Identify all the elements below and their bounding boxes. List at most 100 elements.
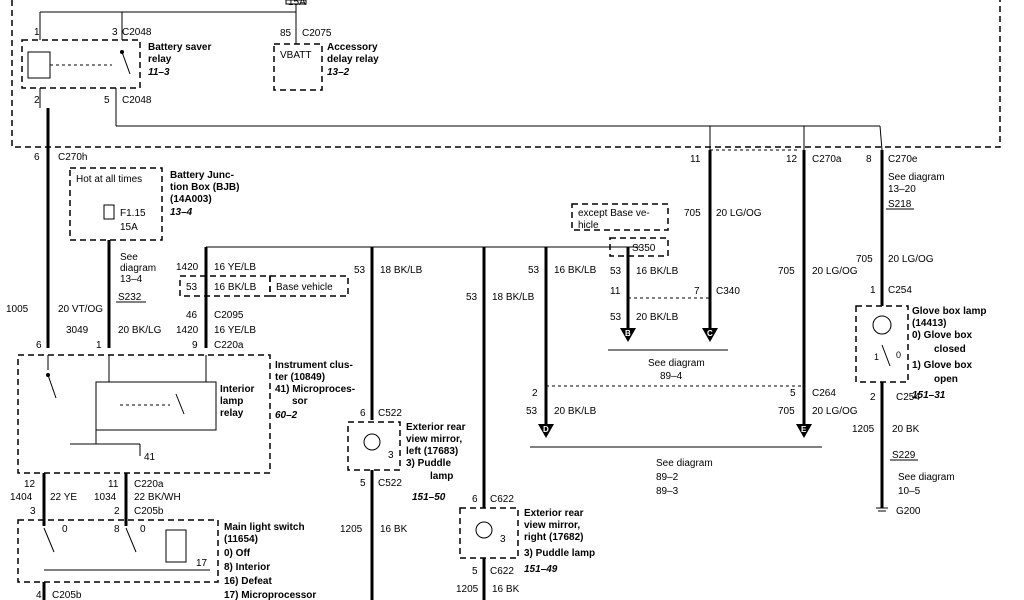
left-mirror-ref: 151–50 <box>412 492 446 503</box>
bsr-pin1: 1 <box>34 27 40 38</box>
c340: C340 <box>716 286 740 297</box>
left-puddle-lamp-icon <box>363 433 381 451</box>
circuit-53e: 53 <box>610 312 622 323</box>
pin-1b: 1 <box>870 285 876 296</box>
see-3: 13–4 <box>120 274 143 285</box>
gb-name-5: 1) Glove box <box>912 360 972 371</box>
gb-name-1: Glove box lamp <box>912 306 986 317</box>
see-89-2-2: 89–2 <box>656 472 679 483</box>
gb-pos-0: 0 <box>896 350 901 360</box>
wire-705-gb-top <box>879 125 883 151</box>
pin-12b: 12 <box>786 154 798 165</box>
connector-e: E <box>801 425 807 434</box>
wire-53d-label: 16 BK/LB <box>636 266 679 277</box>
wire-705c-label: 20 LG/OG <box>812 406 858 417</box>
circuit-53b: 53 <box>466 292 478 303</box>
circuit-1205c: 1205 <box>852 424 875 435</box>
bsr-coil <box>27 51 51 79</box>
adr-name-1: Accessory <box>327 42 378 53</box>
base-vehicle: Base vehicle <box>276 282 333 293</box>
s229: S229 <box>892 450 916 461</box>
c522-top: C522 <box>378 408 402 419</box>
wire-53c-label: 16 BK/LB <box>554 265 597 276</box>
pin-4: 4 <box>36 590 42 600</box>
bjb-fuse-symbol <box>103 204 115 220</box>
pin-2b: 2 <box>532 388 538 399</box>
mls-name-1: Main light switch <box>224 522 305 533</box>
bjb-name-1: Battery Junc- <box>170 170 234 181</box>
pin-6-left: 6 <box>36 340 42 351</box>
accessory-delay-relay <box>273 43 323 91</box>
see-2: diagram <box>120 263 156 274</box>
connector-e-arrow <box>796 424 812 438</box>
circuit-1420a: 1420 <box>176 262 199 273</box>
pin-8b: 8 <box>866 154 872 165</box>
gb-name-3: 0) Glove box <box>912 330 972 341</box>
left-mirror-name-1: Exterior rear <box>406 422 466 433</box>
adr-vbatt: VBATT <box>280 50 311 61</box>
c522-bot: C522 <box>378 478 402 489</box>
wire-53a-label: 18 BK/LB <box>380 265 423 276</box>
left-mirror-name-4: 3) Puddle <box>406 458 451 469</box>
right-mirror-box <box>459 507 519 559</box>
left-mirror-pin-5: 5 <box>360 478 366 489</box>
bsr-connector-bot: C2048 <box>122 95 152 106</box>
ilr-name-3: relay <box>220 408 244 419</box>
left-mirror-pin-3: 3 <box>388 450 394 461</box>
gb-name-4: closed <box>934 344 966 355</box>
pin-11c: 11 <box>690 154 701 165</box>
s350-box <box>609 237 669 257</box>
pin-46: 46 <box>186 310 198 321</box>
mls-microprocessor <box>165 529 187 563</box>
bsr-pin3: 3 <box>112 27 118 38</box>
connector-d-arrow <box>538 424 554 438</box>
see-89-4-2: 89–4 <box>660 371 683 382</box>
circuit-53c: 53 <box>528 265 540 276</box>
right-mirror-pin-6: 6 <box>472 494 478 505</box>
ic-name-1: Instrument clus- <box>275 360 353 371</box>
left-mirror-name-3: left (17683) <box>406 446 458 457</box>
c270h: C270h <box>58 152 87 163</box>
main-light-switch <box>17 519 219 583</box>
pin-2c: 2 <box>870 392 876 403</box>
gb-name-2: (14413) <box>912 318 946 329</box>
wire-53-box: 16 BK/LB <box>214 282 257 293</box>
circuit-1005: 1005 <box>6 304 29 315</box>
gb-name-6: open <box>934 374 958 385</box>
pin-1-left: 1 <box>96 340 102 351</box>
wire-1420a-label: 16 YE/LB <box>214 262 256 273</box>
mls-name-5: 16) Defeat <box>224 576 272 587</box>
wire-1034-label: 22 BK/WH <box>134 492 181 503</box>
bjb-fuse: F1.15 <box>120 208 146 219</box>
connector-b-arrow <box>620 328 636 342</box>
circuit-53-box: 53 <box>186 282 198 293</box>
right-mirror-ref: 151–49 <box>524 564 558 575</box>
pin-41: 41 <box>144 452 156 463</box>
right-mirror-name-1: Exterior rear <box>524 508 584 519</box>
bjb-ref: 13–4 <box>170 207 193 218</box>
adr-ref: 13–2 <box>327 67 350 78</box>
gb-ref: 151–31 <box>912 390 946 401</box>
mls-pos-0a: 0 <box>62 524 68 535</box>
right-mirror-pin-5: 5 <box>472 566 478 577</box>
c270e: C270e <box>888 154 918 165</box>
right-mirror-name-2: view mirror, <box>524 520 580 531</box>
pin-12: 12 <box>24 479 36 490</box>
s218: S218 <box>888 199 912 210</box>
glove-box-switch <box>881 344 891 367</box>
bjb-name-3: (14A003) <box>170 194 212 205</box>
see-89-2-1: See diagram <box>656 458 713 469</box>
circuit-53f: 53 <box>526 406 538 417</box>
left-mirror-box <box>347 421 401 471</box>
see-13-20-2: 13–20 <box>888 184 916 195</box>
mls-pos-17: 17 <box>196 558 208 569</box>
right-mirror-name-3: right (17682) <box>524 532 583 543</box>
circuit-1034: 1034 <box>94 492 117 503</box>
wire-1205b-label: 16 BK <box>492 584 520 595</box>
see-1: See <box>120 252 138 263</box>
base-vehicle-box <box>269 275 349 297</box>
c264: C264 <box>812 388 836 399</box>
ilr-name-1: Interior <box>220 384 255 395</box>
